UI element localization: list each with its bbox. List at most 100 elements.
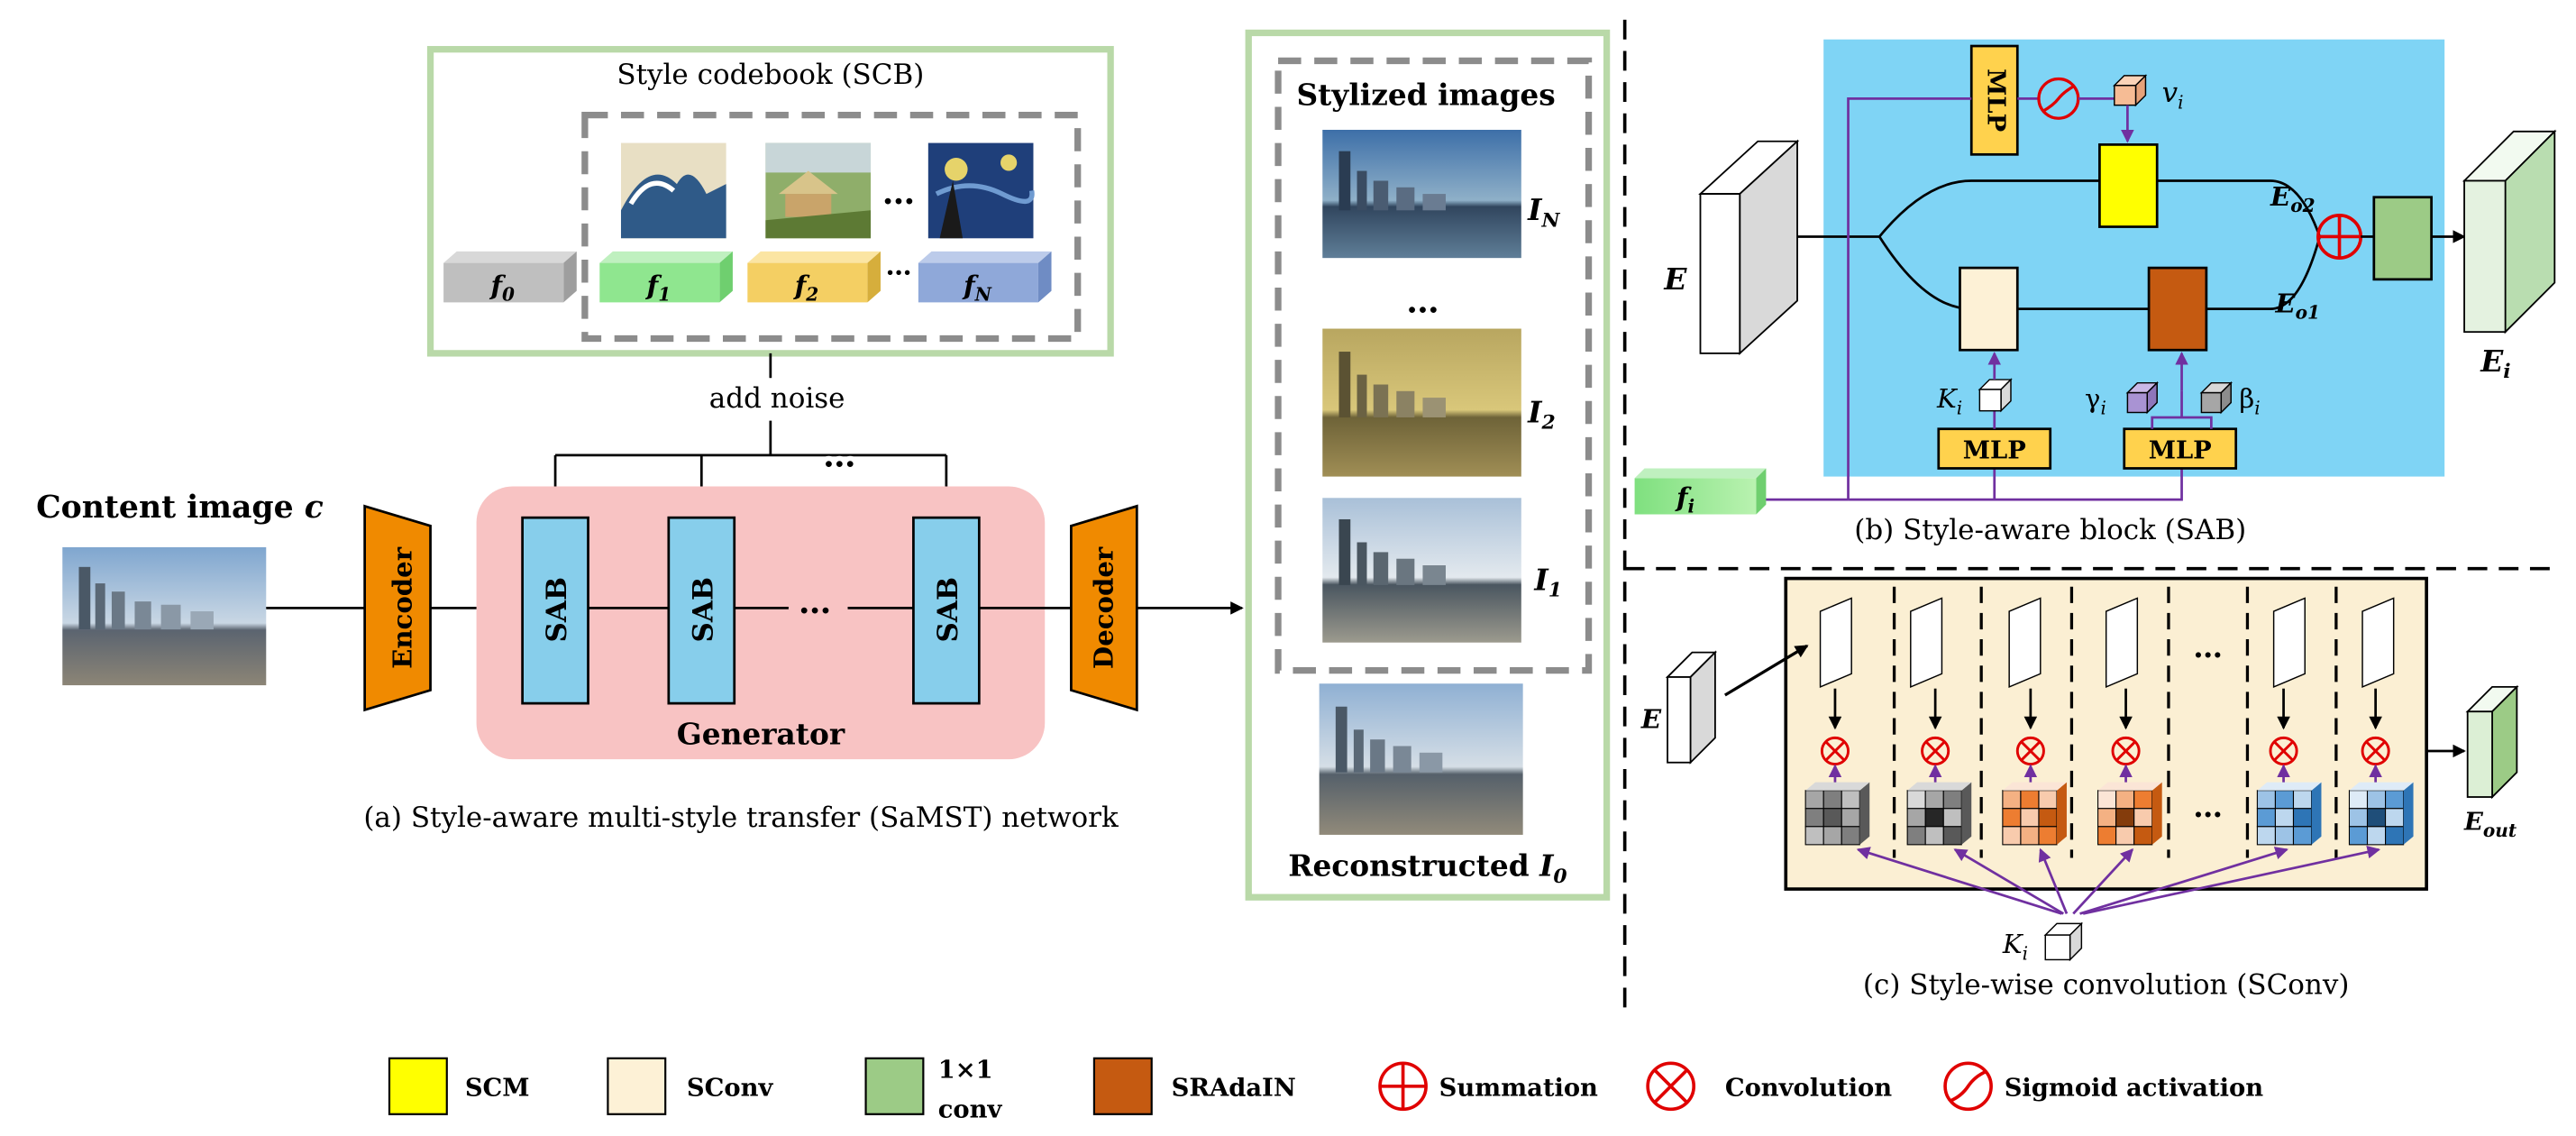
panel-c: E <box>1640 576 2519 1002</box>
legend: SCM SConv 1×1 conv SRAdaIN Summation Con… <box>388 1056 2264 1123</box>
label-iN: IN <box>1527 192 1560 232</box>
vector-f2: f2 <box>747 251 881 306</box>
k-label-b: Ki <box>1936 383 1962 418</box>
codebook-frame <box>426 46 1114 357</box>
e-input-block-c <box>1665 650 1718 765</box>
label-i1: I1 <box>1533 562 1562 601</box>
legend-sradain-label: SRAdaIN <box>1172 1074 1296 1103</box>
add-noise-label: add noise <box>709 382 845 415</box>
noise-ellipsis: … <box>823 436 855 475</box>
panel-b-caption: (b) Style-aware block (SAB) <box>1854 514 2246 546</box>
v-label: vi <box>2162 77 2184 113</box>
panel-c-caption: (c) Style-wise convolution (SConv) <box>1863 969 2350 1002</box>
legend-sconv-swatch <box>607 1057 667 1115</box>
legend-sigmoid-label: Sigmoid activation <box>2005 1074 2264 1103</box>
sradain-block <box>2147 266 2208 352</box>
legend-scm-label: SCM <box>465 1074 530 1103</box>
svg-text:f2: f2 <box>793 270 819 305</box>
v-vector-cube <box>2113 74 2148 107</box>
sconv-block <box>1959 266 2019 352</box>
legend-sradain-swatch <box>1092 1057 1153 1115</box>
reconstructed-label: Reconstructed I0 <box>1288 847 1567 887</box>
legend-sconv-label: SConv <box>687 1074 774 1103</box>
eo1-label: Eo1 <box>2274 288 2320 323</box>
mlp-block-gamma-beta <box>2123 427 2238 470</box>
mlp-block-k <box>1937 427 2052 470</box>
sab-label-1: SAB <box>541 577 573 643</box>
k-vector-cube-b <box>1978 378 2013 413</box>
sab-block-n <box>912 516 981 705</box>
outputs-frame <box>1245 29 1611 901</box>
beta-label: βi <box>2239 383 2260 418</box>
generator-box <box>476 486 1046 760</box>
stylized-ellipsis: … <box>1406 281 1439 320</box>
svg-text:f1: f1 <box>645 270 671 305</box>
reconstructed-image <box>1319 683 1523 835</box>
generator-label: Generator <box>677 717 845 752</box>
content-image-label: Content image c <box>36 489 324 526</box>
encoder-block <box>363 504 432 712</box>
mlp-block-top <box>1969 44 2019 156</box>
panel-a-caption: (a) Style-aware multi-style transfer (Sa… <box>363 802 1119 834</box>
legend-summation-icon <box>1378 1061 1428 1112</box>
ei-label: Ei <box>2480 344 2510 383</box>
eo2-label: Eo2 <box>2270 181 2316 216</box>
k-vector-cube-c <box>2043 921 2084 962</box>
kernel-grids <box>1804 782 2414 846</box>
vector-f0: f0 <box>443 251 577 306</box>
stylized-image-1 <box>1322 498 1521 643</box>
panel-a: Style codebook (SCB) … f0 <box>36 29 1611 901</box>
e-label-c: E <box>1640 703 1662 734</box>
codebook-ellipsis: … <box>882 173 915 212</box>
eout-block <box>2465 684 2519 800</box>
panel-b: E MLP vi MLP MLP <box>1634 39 2557 546</box>
mlp-label-gamma-beta: MLP <box>2149 436 2212 465</box>
sconv-column-3 <box>2008 597 2045 788</box>
legend-convolution-label: Convolution <box>1725 1074 1892 1103</box>
mlp-label-top: MLP <box>1981 69 2010 132</box>
sconv-column-5 <box>2269 597 2306 788</box>
sab-ellipsis: … <box>799 582 831 621</box>
stylized-dashed-box <box>1274 57 1593 674</box>
eout-label: Eout <box>2463 807 2517 840</box>
legend-sigmoid-icon <box>1943 1061 1993 1112</box>
style-image-starry-night <box>927 142 1035 239</box>
sconv-column-4 <box>2105 597 2141 788</box>
svg-text:f0: f0 <box>489 270 515 305</box>
svg-text:fN: fN <box>962 270 992 305</box>
sab-label-n: SAB <box>932 577 964 643</box>
style-image-cottages <box>765 142 872 239</box>
legend-conv1x1-swatch <box>864 1057 925 1115</box>
vector-ellipsis: … <box>885 250 911 280</box>
label-i2: I2 <box>1527 394 1556 434</box>
beta-vector-cube <box>2199 380 2233 415</box>
legend-summation-label: Summation <box>1439 1074 1598 1103</box>
fi-vector <box>1634 468 1767 515</box>
column-ellipsis-top: … <box>2193 629 2223 664</box>
vector-fN: fN <box>918 251 1052 306</box>
encoder-label: Encoder <box>387 546 417 669</box>
sconv-column-2 <box>1910 597 1950 788</box>
legend-convolution-icon <box>1646 1061 1696 1112</box>
column-ellipsis-bottom: … <box>2193 789 2223 824</box>
gamma-label: γi <box>2085 383 2106 418</box>
e-label-b: E <box>1663 261 1687 297</box>
ei-output-block <box>2462 129 2557 334</box>
conv1x1-block <box>2372 196 2433 281</box>
gamma-vector-cube <box>2125 380 2159 415</box>
sab-block-2 <box>667 516 736 705</box>
mlp-label-k: MLP <box>1963 436 2026 465</box>
fi-label: fi <box>1675 481 1694 517</box>
content-image <box>62 546 267 686</box>
stylized-title: Stylized images <box>1296 78 1555 113</box>
sconv-column-6 <box>2361 597 2395 788</box>
legend-conv1x1-line2: conv <box>938 1095 1003 1123</box>
decoder-block <box>1070 504 1138 712</box>
sab-label-2: SAB <box>687 577 719 643</box>
codebook-title: Style codebook (SCB) <box>617 59 924 91</box>
decoder-label: Decoder <box>1089 546 1119 669</box>
stylized-image-n <box>1322 129 1521 259</box>
scm-block <box>2098 143 2159 228</box>
sconv-column-1 <box>1819 597 1852 788</box>
